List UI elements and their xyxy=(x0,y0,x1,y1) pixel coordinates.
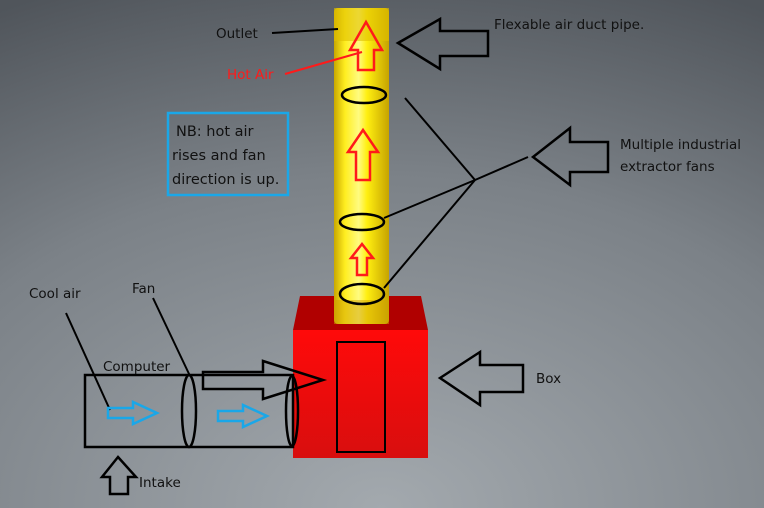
cool-air-arrow-icon xyxy=(106,400,161,426)
note-line-1: NB: hot air xyxy=(176,124,254,140)
note-line-3: direction is up. xyxy=(172,172,279,188)
extractor-fan xyxy=(338,212,386,232)
label-duct: Flexable air duct pipe. xyxy=(494,17,644,33)
hot-air-leader xyxy=(284,51,363,75)
computer-fan xyxy=(180,373,198,449)
computer xyxy=(83,373,300,449)
duct-pointer-arrow-icon xyxy=(395,16,490,72)
note-box xyxy=(166,111,290,197)
duct-pipe xyxy=(334,8,389,324)
label-box: Box xyxy=(536,371,561,387)
hot-air-arrow-icon xyxy=(345,127,381,182)
box-opening xyxy=(336,341,386,453)
extractor-fan xyxy=(340,85,388,105)
hot-air-arrow-icon xyxy=(347,19,385,72)
note-line-2: rises and fan xyxy=(172,148,266,164)
cool-air-arrow-icon xyxy=(216,403,271,429)
label-fans-1: Multiple industrial xyxy=(620,137,741,153)
label-fan: Fan xyxy=(132,281,155,297)
intake-arrow-icon xyxy=(99,455,139,496)
label-outlet: Outlet xyxy=(216,26,258,42)
label-intake: Intake xyxy=(139,475,181,491)
box-pointer-arrow-icon xyxy=(437,349,525,408)
label-cool-air: Cool air xyxy=(29,286,81,302)
hot-air-arrow-icon xyxy=(348,241,376,277)
label-computer: Computer xyxy=(103,359,171,375)
extractor-fan xyxy=(338,282,386,306)
fans-pointer-arrow-icon xyxy=(530,125,610,188)
leader-lines xyxy=(65,28,529,411)
label-fans-2: extractor fans xyxy=(620,159,715,175)
label-hot-air: Hot Air xyxy=(227,67,274,83)
